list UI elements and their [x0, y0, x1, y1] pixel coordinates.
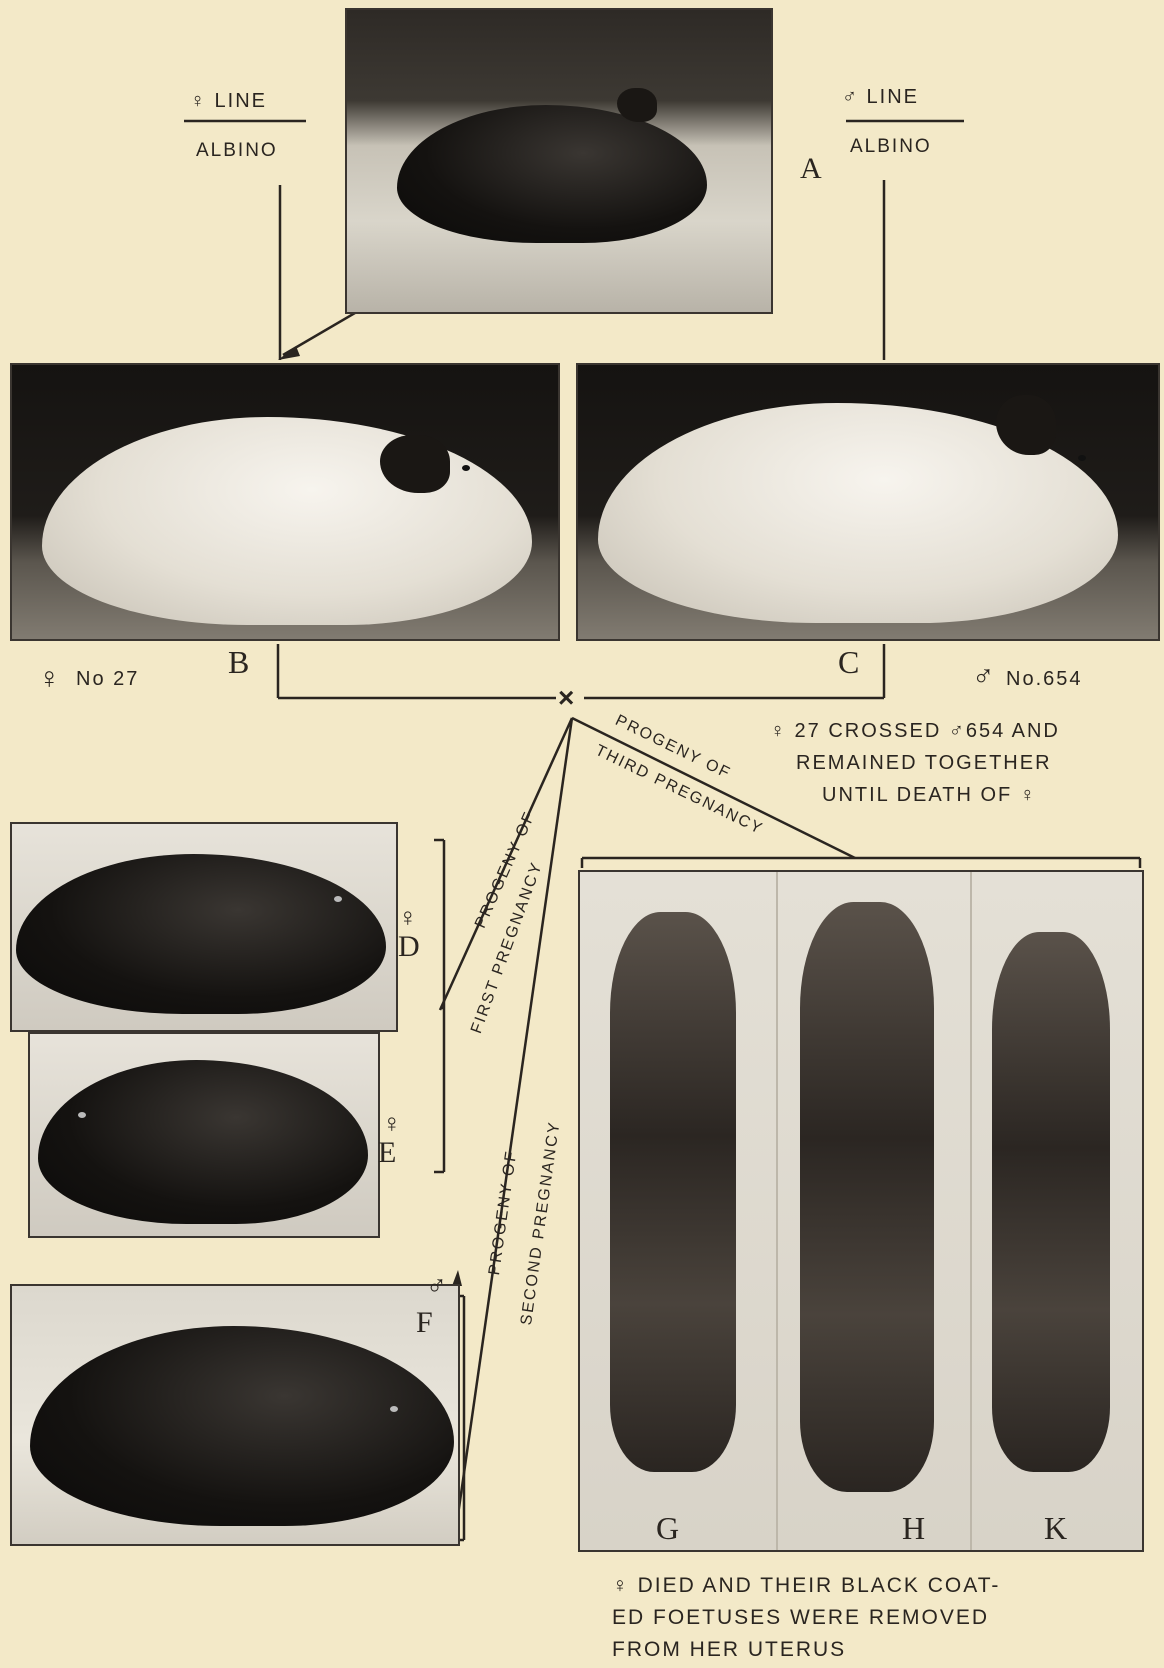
caption-line-3: FROM HER UTERUS [612, 1638, 846, 1662]
caption-line-2: ED FOETUSES WERE REMOVED [612, 1606, 989, 1630]
guinea-pig-e [38, 1060, 368, 1224]
ear-a [617, 88, 657, 122]
label-h: H [902, 1510, 925, 1547]
photo-a [345, 8, 773, 314]
female-sex-symbol: ♀ [38, 662, 61, 696]
photo-d [10, 822, 398, 1032]
panel-divider [776, 872, 778, 1550]
foetus-k [992, 932, 1110, 1472]
label-d: D [398, 930, 420, 964]
note-line-1: ♀ 27 CROSSED ♂654 AND [770, 720, 1060, 743]
male-line-label: ♂ LINE [842, 86, 919, 109]
sex-mark-e: ♀ [382, 1108, 402, 1139]
photo-foetuses [578, 870, 1144, 1552]
note-line-3: UNTIL DEATH OF ♀ [822, 784, 1037, 807]
photo-c [576, 363, 1160, 641]
sex-mark-f: ♂ [426, 1270, 447, 1302]
male-albino-label: ALBINO [850, 136, 932, 158]
foetus-g [610, 912, 736, 1472]
guinea-pig-f [30, 1326, 454, 1526]
label-f: F [416, 1306, 433, 1340]
photo-b [10, 363, 560, 641]
female-line-label: ♀ LINE [190, 90, 267, 113]
eye-d [334, 896, 342, 902]
caption-line-1: ♀ DIED AND THEIR BLACK COAT- [612, 1574, 1000, 1598]
note-line-2: REMAINED TOGETHER [796, 752, 1052, 775]
label-a: A [800, 152, 822, 186]
guinea-pig-b [42, 417, 532, 625]
sex-mark-d: ♀ [398, 902, 418, 933]
eye-f [390, 1406, 398, 1412]
panel-divider [970, 872, 972, 1550]
cross-mark: × [558, 682, 574, 714]
photo-f [10, 1284, 460, 1546]
male-number: No.654 [1006, 668, 1083, 691]
label-e: E [378, 1136, 396, 1170]
guinea-pig-d [16, 854, 386, 1014]
label-k: K [1044, 1510, 1067, 1547]
eye-b [462, 465, 470, 471]
female-albino-label: ALBINO [196, 140, 278, 162]
female-number: No 27 [76, 668, 139, 691]
label-c: C [838, 644, 859, 681]
eye-e [78, 1112, 86, 1118]
label-g: G [656, 1510, 679, 1547]
photo-e [28, 1032, 380, 1238]
guinea-pig-a [397, 105, 707, 243]
male-sex-symbol: ♂ [972, 660, 995, 694]
foetus-h [800, 902, 934, 1492]
label-b: B [228, 644, 249, 681]
eye-c [1078, 455, 1086, 461]
